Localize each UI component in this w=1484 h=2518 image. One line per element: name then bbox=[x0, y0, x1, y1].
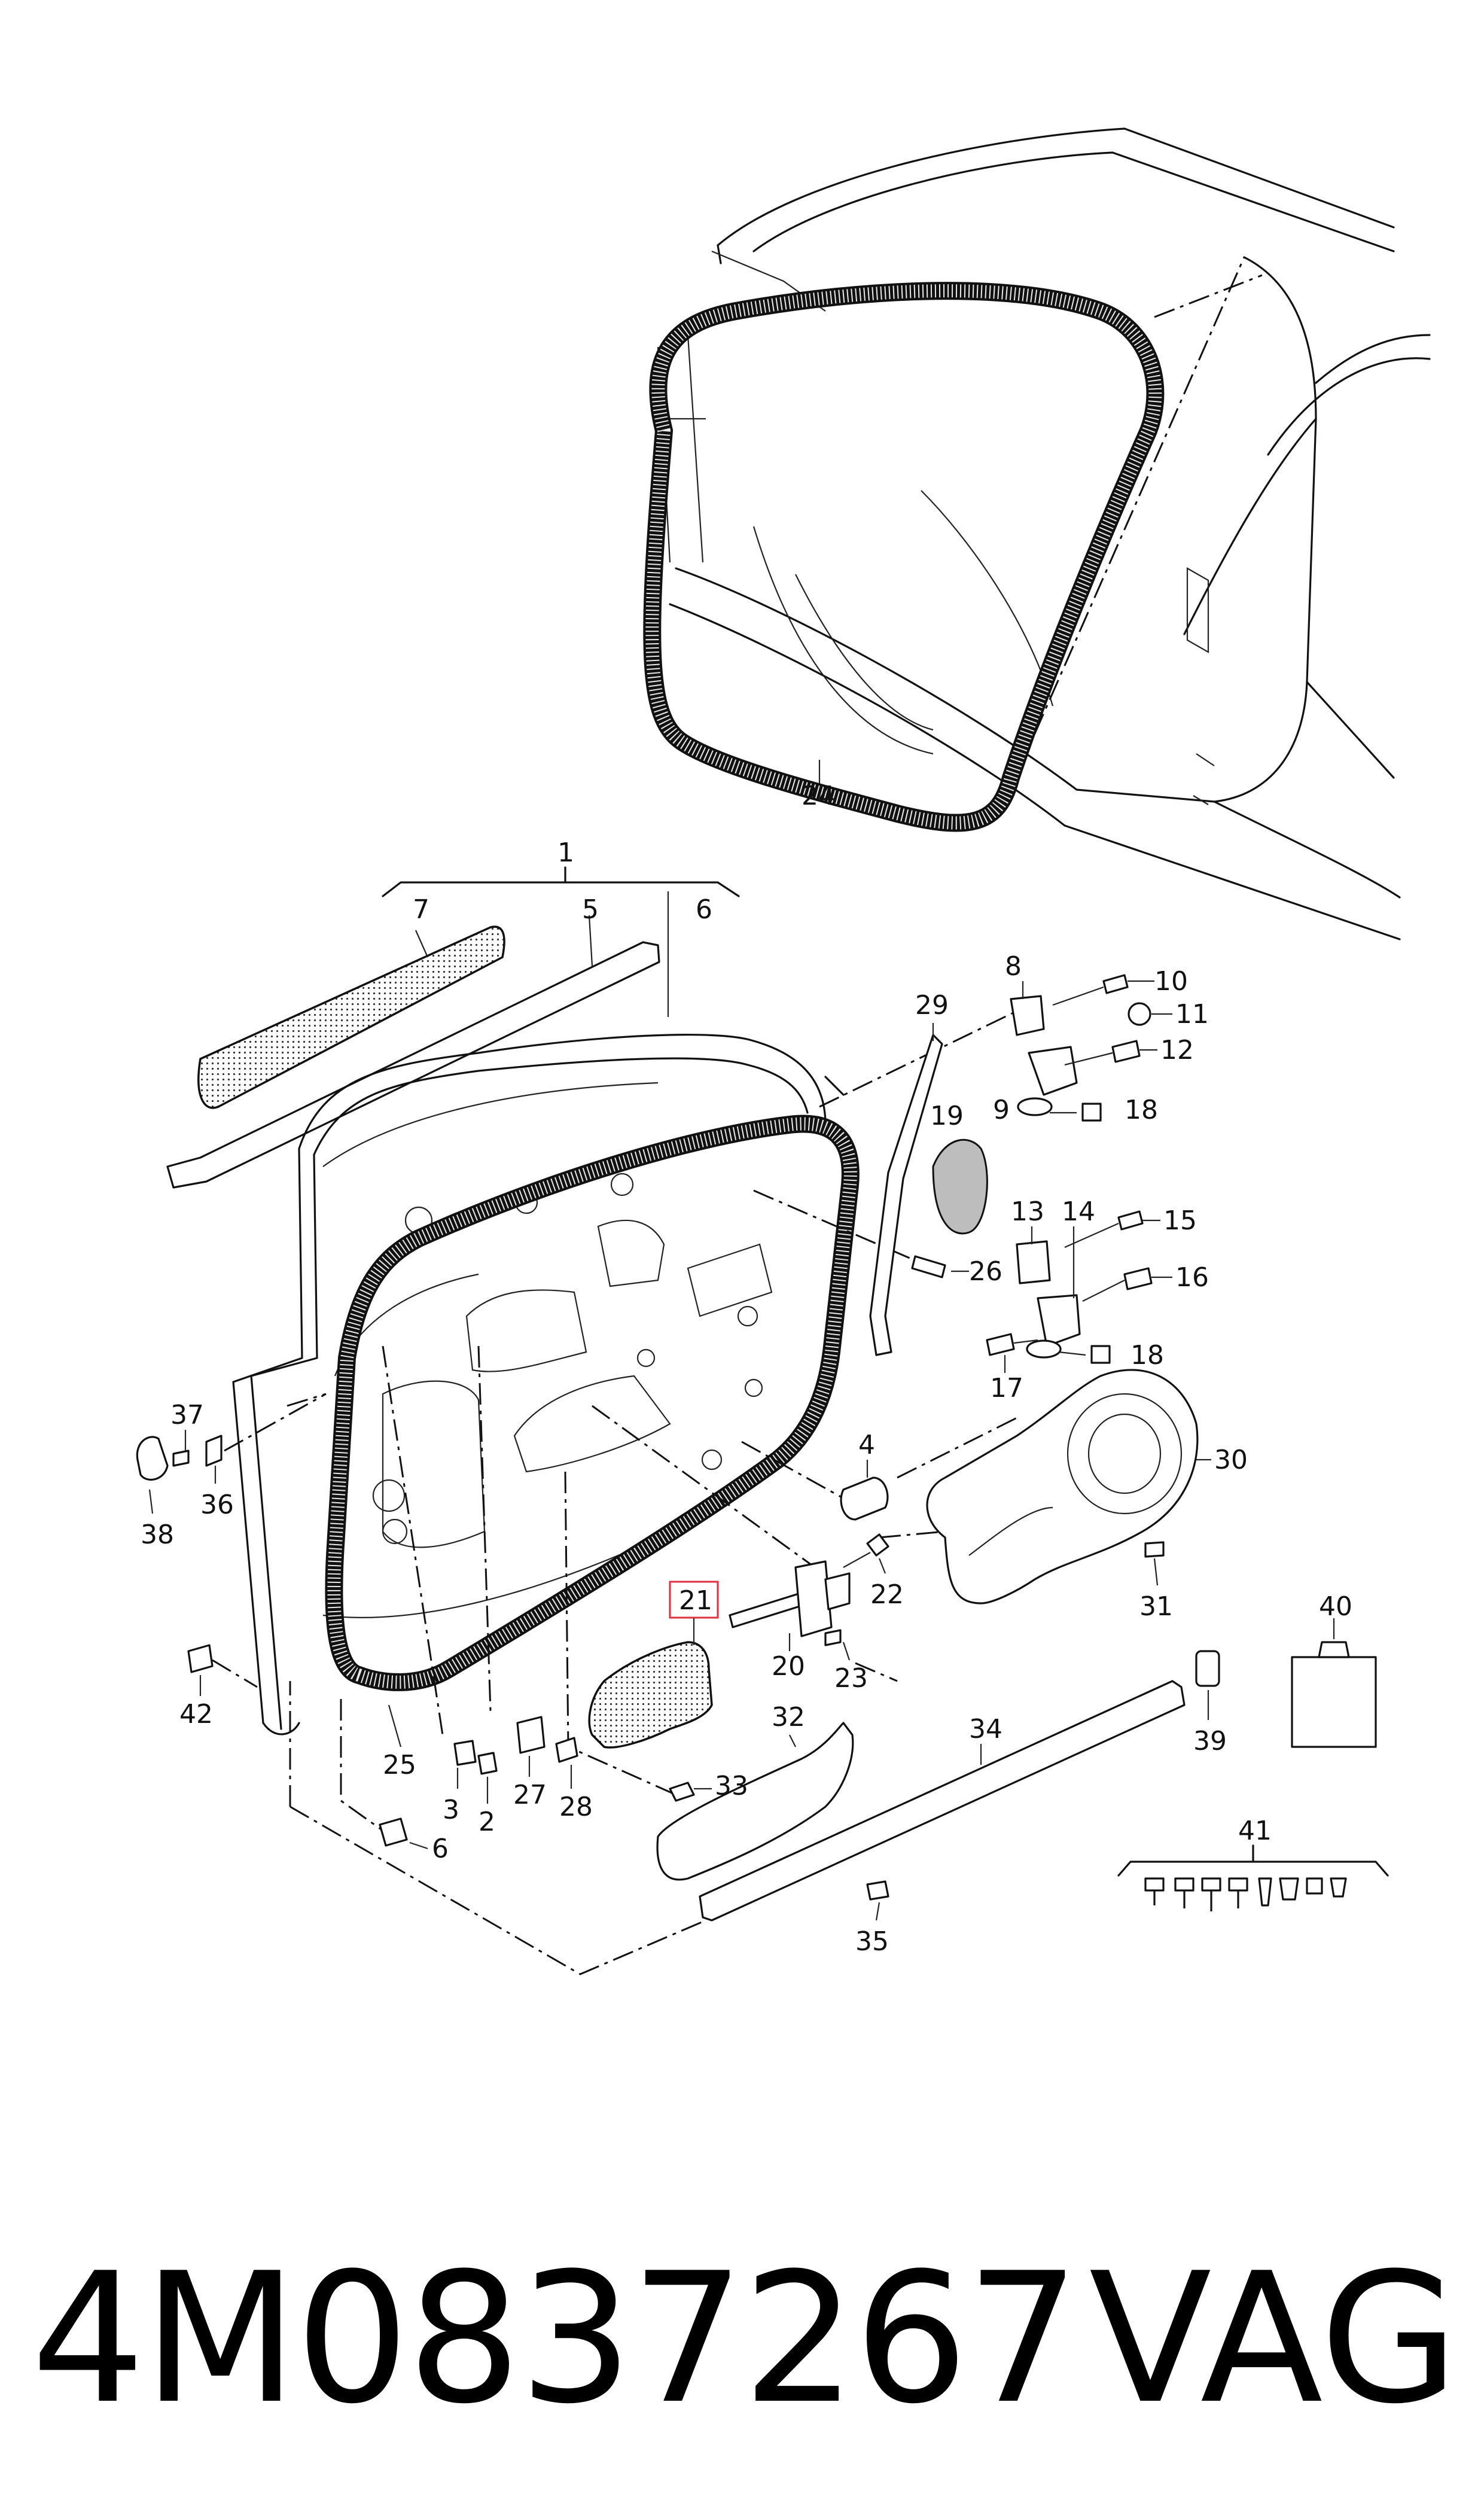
callout-4: 4 bbox=[858, 1430, 875, 1460]
callout-32: 32 bbox=[772, 1702, 805, 1733]
callout-33: 33 bbox=[715, 1771, 748, 1801]
upper-hinge bbox=[1010, 981, 1078, 1116]
callout-16: 16 bbox=[1175, 1262, 1209, 1293]
callout-19: 19 bbox=[930, 1101, 964, 1131]
callout-12: 12 bbox=[1160, 1035, 1194, 1065]
footer: 4M0837267 VAG bbox=[0, 2213, 1484, 2489]
screw-31 bbox=[1144, 1541, 1165, 1586]
callout-17: 17 bbox=[990, 1373, 1023, 1403]
screw-22 bbox=[843, 1533, 889, 1574]
highlight-box-21 bbox=[669, 1581, 719, 1619]
leader-25 bbox=[388, 1704, 402, 1747]
callout-8: 8 bbox=[1005, 951, 1022, 982]
access-cover bbox=[926, 1369, 1211, 1604]
callout-14: 14 bbox=[1062, 1196, 1095, 1227]
bracket-32 bbox=[656, 1722, 854, 1881]
callout-40: 40 bbox=[1319, 1591, 1352, 1622]
callout-11: 11 bbox=[1175, 999, 1209, 1030]
callout-25: 25 bbox=[383, 1750, 416, 1780]
check-strap bbox=[729, 1560, 851, 1651]
door-shell bbox=[232, 1034, 845, 1735]
callout-24: 24 bbox=[802, 781, 835, 811]
exploded-parts-diagram: 1 7 5 6 24 8 10 11 12 9 18 19 29 13 14 1… bbox=[136, 127, 1431, 1975]
bolt-16 bbox=[1082, 1267, 1172, 1302]
callout-2: 2 bbox=[479, 1807, 495, 1837]
bottle-40 bbox=[1291, 1618, 1377, 1748]
callout-18b: 18 bbox=[1130, 1340, 1164, 1371]
callout-27: 27 bbox=[513, 1780, 547, 1810]
stud-26 bbox=[911, 1255, 969, 1278]
lower-hinge bbox=[1016, 1226, 1086, 1359]
callout-13: 13 bbox=[1011, 1196, 1044, 1227]
leader-5 bbox=[588, 915, 593, 967]
parts-36-37-38 bbox=[136, 1393, 327, 1514]
assembly-lines bbox=[287, 1010, 1017, 1975]
bolt-33 bbox=[669, 1782, 712, 1802]
handle-cover-21 bbox=[588, 1641, 713, 1749]
callout-35: 35 bbox=[855, 1926, 889, 1957]
callout-10: 10 bbox=[1154, 966, 1188, 997]
fastener-kit-41 bbox=[1117, 1844, 1389, 1911]
callout-38: 38 bbox=[141, 1520, 174, 1550]
callout-41: 41 bbox=[1238, 1816, 1272, 1846]
callout-23: 23 bbox=[834, 1663, 868, 1694]
buffer-18-lower bbox=[1090, 1345, 1111, 1364]
door-seal bbox=[325, 1115, 860, 1691]
door-opening-seal bbox=[643, 282, 1165, 832]
group-bracket-1 bbox=[382, 866, 740, 897]
callout-28: 28 bbox=[559, 1792, 593, 1822]
callout-39: 39 bbox=[1193, 1726, 1227, 1756]
door-trim-strip bbox=[197, 925, 505, 1109]
callout-3: 3 bbox=[443, 1795, 459, 1825]
screw-35 bbox=[866, 1880, 889, 1921]
cap-4 bbox=[840, 1476, 889, 1521]
window-channel bbox=[869, 1034, 943, 1356]
buffer-18-upper bbox=[1081, 1103, 1102, 1122]
callout-9: 9 bbox=[993, 1095, 1010, 1125]
brand-label: VAG bbox=[1089, 2234, 1459, 2443]
sill-strip-34 bbox=[699, 1680, 1186, 1922]
bolt-10 bbox=[1052, 974, 1154, 1006]
bolt-17 bbox=[986, 1333, 1038, 1373]
body-side-frame bbox=[657, 127, 1431, 940]
callout-6: 6 bbox=[696, 894, 712, 925]
callout-20: 20 bbox=[772, 1651, 805, 1682]
part-number: 4M0837267 bbox=[31, 2234, 1080, 2443]
callout-26: 26 bbox=[969, 1256, 1002, 1287]
callout-42: 42 bbox=[179, 1699, 213, 1730]
callout-7: 7 bbox=[413, 894, 429, 925]
parts-2-3-6-27-28 bbox=[379, 1716, 578, 1850]
callout-36: 36 bbox=[200, 1490, 234, 1520]
bolt-15 bbox=[1064, 1210, 1160, 1249]
door-strap bbox=[166, 941, 660, 1189]
callout-30: 30 bbox=[1214, 1445, 1248, 1475]
bolt-12 bbox=[1064, 1040, 1157, 1066]
callout-34: 34 bbox=[969, 1714, 1002, 1744]
callout-29: 29 bbox=[915, 990, 949, 1021]
clip-39 bbox=[1195, 1650, 1220, 1687]
callout-31: 31 bbox=[1139, 1591, 1173, 1622]
callout-5: 5 bbox=[582, 894, 599, 925]
callout-37: 37 bbox=[170, 1400, 204, 1430]
callout-labels: 1 7 5 6 24 8 10 11 12 9 18 19 29 13 14 1… bbox=[141, 781, 1352, 1957]
screw-23 bbox=[824, 1629, 851, 1661]
callout-18: 18 bbox=[1125, 1095, 1158, 1125]
plug-42 bbox=[187, 1644, 258, 1696]
callout-22: 22 bbox=[870, 1579, 904, 1610]
leader-32 bbox=[789, 1734, 796, 1747]
nut-11 bbox=[1128, 1002, 1172, 1026]
callout-6b: 6 bbox=[432, 1834, 449, 1864]
callout-15: 15 bbox=[1163, 1205, 1197, 1236]
grommet-19 bbox=[932, 1138, 988, 1235]
leader-7 bbox=[415, 930, 429, 958]
callout-21: 21 bbox=[679, 1585, 712, 1616]
callout-1: 1 bbox=[557, 838, 574, 868]
